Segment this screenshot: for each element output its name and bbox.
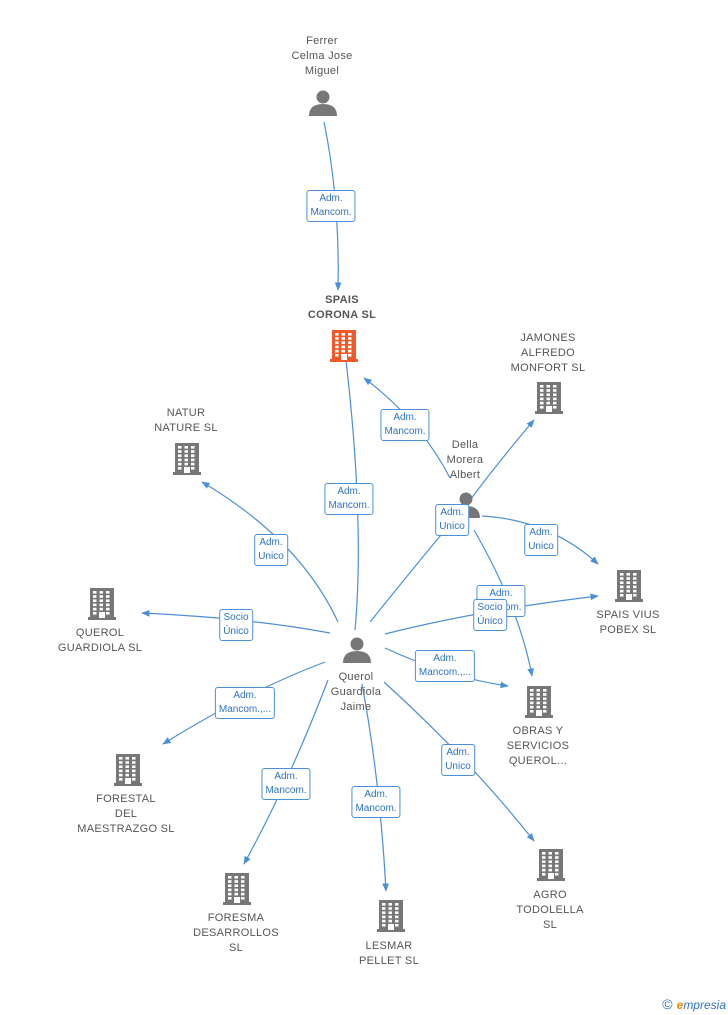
- edge-label-querol-spais-vius: Socio Único: [473, 599, 507, 631]
- building-icon[interactable]: [114, 754, 142, 786]
- node-label-della[interactable]: Della Morera Albert: [446, 439, 484, 481]
- building-icon[interactable]: [377, 900, 405, 932]
- node-label-querol[interactable]: Querol Guardiola Jaime: [330, 671, 382, 713]
- building-icon[interactable]: [223, 873, 251, 905]
- edge-label-querol-forestal: Adm. Mancom.,...: [214, 687, 276, 719]
- edge-label-querol-natur: Adm. Unico: [254, 534, 288, 566]
- building-icon[interactable]: [330, 330, 358, 362]
- node-label-lesmar[interactable]: LESMAR PELLET SL: [359, 940, 419, 967]
- edge-della-jamones: [469, 419, 535, 501]
- edge-label-querol-querol-guardiola-sl: Socio Único: [219, 609, 253, 641]
- edge-label-querol-obras: Adm. Mancom.,...: [414, 650, 476, 682]
- copyright-footer: ©empresia: [662, 996, 726, 1012]
- building-icon[interactable]: [88, 588, 116, 620]
- brand-initial: e: [676, 998, 684, 1012]
- node-label-querol-guardiola-sl[interactable]: QUEROL GUARDIOLA SL: [57, 627, 143, 654]
- brand-name: mpresia: [683, 998, 726, 1012]
- edge-label-querol-agro: Adm. Unico: [441, 744, 475, 776]
- edge-label-querol-spais-corona: Adm. Mancom.: [324, 483, 374, 515]
- copyright-symbol: ©: [662, 996, 673, 1012]
- building-icon[interactable]: [535, 382, 563, 414]
- edge-label-querol-foresma: Adm. Mancom.: [261, 768, 311, 800]
- node-label-natur[interactable]: NATUR NATURE SL: [154, 407, 218, 434]
- edge-label-della-spais-vius: Adm. Unico: [524, 524, 558, 556]
- person-icon[interactable]: [309, 90, 337, 117]
- edge-label-ferrer-spais-corona: Adm. Mancom.: [306, 190, 356, 222]
- building-icon[interactable]: [525, 686, 553, 718]
- edge-querol-lesmar: [361, 683, 389, 892]
- node-label-obras[interactable]: OBRAS Y SERVICIOS QUEROL...: [506, 725, 570, 767]
- node-label-spais-vius[interactable]: SPAIS VIUS POBEX SL: [596, 609, 660, 636]
- building-icon[interactable]: [173, 443, 201, 475]
- person-icon[interactable]: [343, 637, 371, 664]
- node-label-ferrer[interactable]: Ferrer Celma Jose Miguel: [291, 35, 353, 77]
- building-icon[interactable]: [615, 570, 643, 602]
- edge-label-querol-lesmar: Adm. Mancom.: [351, 786, 401, 818]
- node-label-forestal[interactable]: FORESTAL DEL MAESTRAZGO SL: [77, 793, 175, 835]
- node-label-foresma[interactable]: FORESMA DESARROLLOS SL: [193, 912, 279, 954]
- building-icon[interactable]: [537, 849, 565, 881]
- edge-label-della-spais-corona: Adm. Mancom.: [380, 409, 430, 441]
- node-label-jamones[interactable]: JAMONES ALFREDO MONFORT SL: [510, 332, 586, 374]
- node-label-spais-corona[interactable]: SPAIS CORONA SL: [307, 294, 377, 321]
- edge-label-querol-jamones: Adm. Unico: [435, 504, 469, 536]
- node-label-agro[interactable]: AGRO TODOLELLA SL: [516, 889, 584, 931]
